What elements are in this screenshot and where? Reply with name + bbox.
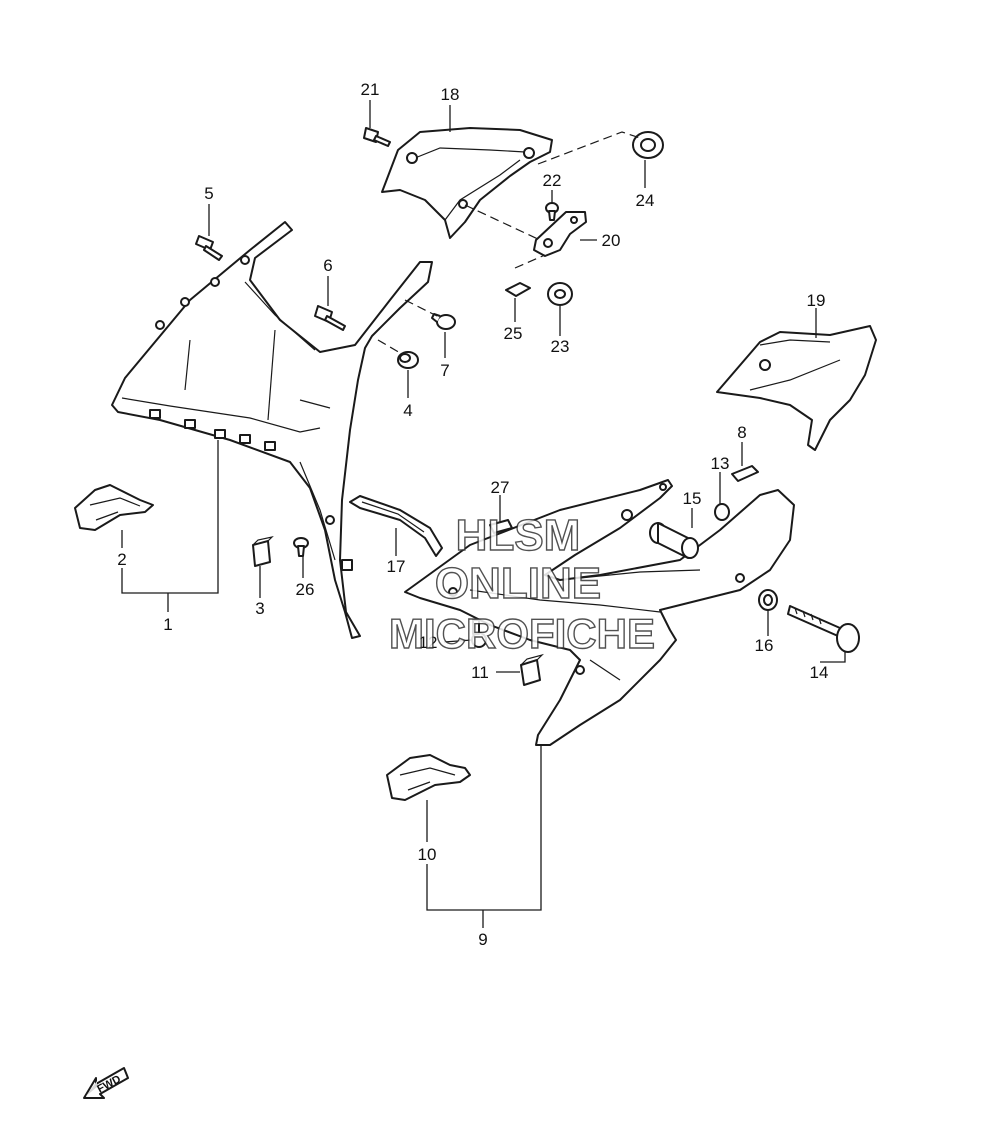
callout-20: 20 <box>602 231 621 250</box>
pad-27[interactable] <box>489 519 513 534</box>
grommet-23[interactable] <box>547 282 573 306</box>
watermark-line-2: ONLINE <box>435 559 601 608</box>
callout-6: 6 <box>323 256 332 275</box>
callout-12: 12 <box>419 633 438 652</box>
watermark-line-1: HLSM <box>456 511 581 560</box>
grommet-4[interactable] <box>397 351 419 369</box>
front-cowling-part[interactable] <box>111 221 433 639</box>
watermark-line-3: MICROFICHE <box>389 610 655 657</box>
callout-25: 25 <box>504 324 523 343</box>
callout-23: 23 <box>551 337 570 356</box>
callout-2: 2 <box>117 550 126 569</box>
callout-1: 1 <box>163 615 172 634</box>
grommet-24[interactable] <box>632 131 664 159</box>
callout-14: 14 <box>810 663 829 682</box>
callout-11: 11 <box>471 663 489 682</box>
callout-8: 8 <box>737 423 746 442</box>
callout-17: 17 <box>387 557 406 576</box>
washer-16[interactable] <box>758 589 778 611</box>
callout-19: 19 <box>807 291 826 310</box>
screw-6[interactable] <box>314 305 346 331</box>
callout-18: 18 <box>441 85 460 104</box>
screw-21[interactable] <box>363 127 391 147</box>
callout-24: 24 <box>636 191 655 210</box>
decal-10[interactable] <box>386 754 471 801</box>
collar-15[interactable] <box>649 522 699 559</box>
clip-11[interactable] <box>520 653 545 686</box>
callout-26: 26 <box>296 580 315 599</box>
callout-4: 4 <box>403 401 412 420</box>
clip-3[interactable] <box>252 535 274 567</box>
inner-bracket-18[interactable] <box>381 127 553 239</box>
screw-26[interactable] <box>293 537 309 557</box>
callout-3: 3 <box>255 599 264 618</box>
callout-5: 5 <box>204 184 213 203</box>
fwd-label: FWD <box>95 1073 123 1095</box>
callout-16: 16 <box>755 636 774 655</box>
strip-17[interactable] <box>349 495 443 557</box>
side-cowling-9[interactable] <box>404 479 795 746</box>
callout-9: 9 <box>478 930 487 949</box>
callout-15: 15 <box>683 489 702 508</box>
stay-20[interactable] <box>533 211 587 257</box>
nut-7[interactable] <box>431 313 456 330</box>
callout-27: 27 <box>491 478 510 497</box>
decal-2[interactable] <box>74 484 154 531</box>
watermark: HLSM ONLINE MICROFICHE <box>388 510 655 657</box>
screw-22[interactable] <box>545 202 559 221</box>
forward-arrow-icon: FWD <box>83 1067 129 1099</box>
callout-13: 13 <box>711 454 730 473</box>
pad-8[interactable] <box>731 465 759 482</box>
inner-panel-19[interactable] <box>716 325 877 451</box>
callout-labels: 21 18 5 6 7 4 22 24 20 25 23 19 8 13 15 … <box>117 80 828 949</box>
screw-5[interactable] <box>195 235 223 261</box>
leader-lines <box>121 100 846 928</box>
callout-10: 10 <box>418 845 437 864</box>
callout-21: 21 <box>361 80 380 99</box>
pad-25[interactable] <box>505 282 531 297</box>
bolt-14[interactable] <box>787 605 860 653</box>
callout-22: 22 <box>543 171 562 190</box>
nut-13[interactable] <box>714 503 730 521</box>
callout-7: 7 <box>440 361 449 380</box>
